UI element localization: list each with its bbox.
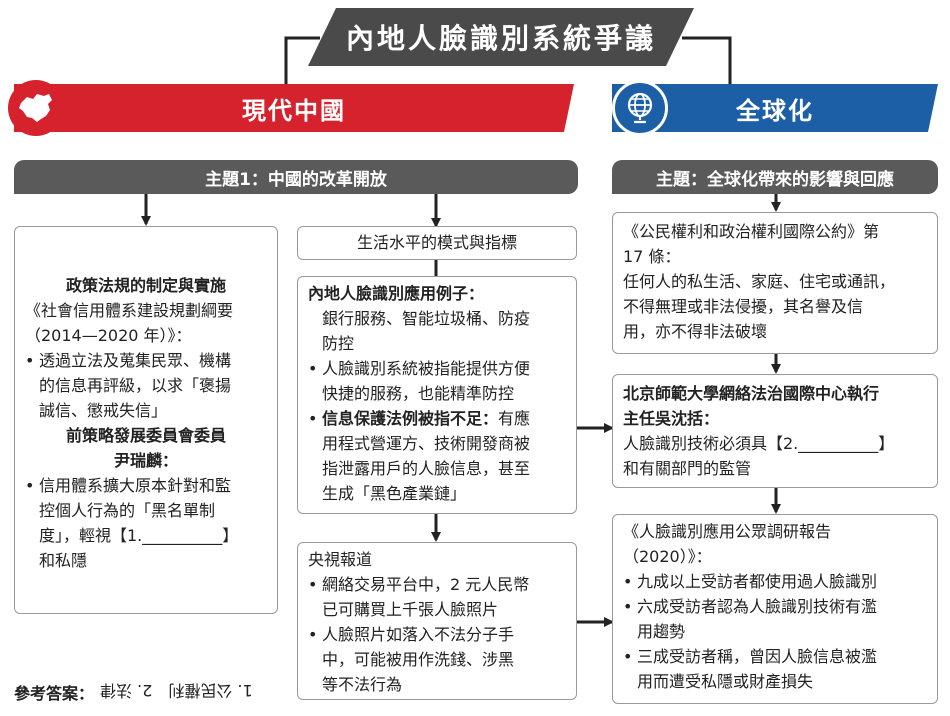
iccpr-line2: 17 條： [623,247,681,266]
policy-doc-line2: （2014—2020 年）》： [25,326,192,345]
policy-bullet-1: 透過立法及蒐集民眾、機構 的信息再評級，以求「褒揚 誠信、懲戒失信」 [25,348,267,423]
bnu-line2: 主任吳沈括： [623,409,720,428]
answer-text: 1. 公民權利 2. 法律 [100,681,253,700]
bnu-line3: 人臉識別技術必須具【2.__________】 [623,434,895,453]
modern-china-banner: 現代中國 [14,84,574,132]
survey-line1: 《人臉識別應用公眾調研報告 [623,522,832,541]
examples-bullet-2-line2: 用程式營運方、技術開發商被 [322,434,531,453]
answer-label: 參考答案： [14,684,95,703]
person-title: 前策略發展委員會委員 [65,426,226,445]
policy-bullet-2-line1: 信用體系擴大原本針對和監 [39,476,232,495]
policy-bullet-2-line2: 控個人行為的「黑名單制 [39,501,216,520]
cctv-bullet-1: 網絡交易平台中，2 元人民幣 已可購買上千張人臉照片 [308,572,566,622]
examples-heading: 內地人臉識別應用例子： [308,284,485,303]
policy-bullet-1-line2: 的信息再評級，以求「褒揚 [39,376,232,395]
examples-bullet-1-line1: 人臉識別系統被指能提供方便 [322,359,531,378]
title-to-left-connector [284,36,320,84]
examples-line1: 銀行服務、智能垃圾桶、防疫 [322,309,531,328]
examples-bullet-2: 信息保護法例被指不足：有應 用程式營運方、技術開發商被 指泄露用戶的人臉信息，甚… [308,406,566,506]
survey-bullet-2-line1: 六成受訪者認為人臉識別技術有濫 [637,597,878,616]
policy-bullet-2-line4: 和私隱 [39,551,88,570]
diagram-title: 內地人臉識別系統爭議 [308,8,694,66]
iccpr-line1: 《公民權利和政治權利國際公約》第 [623,222,880,241]
cctv-bullet-2-line3: 等不法行為 [322,675,403,694]
bnu-line1: 北京師範大學網絡法治國際中心執行 [623,384,880,403]
living-standards-box: 生活水平的模式與指標 [297,226,577,260]
modern-china-label: 現代中國 [242,96,346,125]
globalization-label: 全球化 [736,96,814,125]
policy-bullet-1-line3: 誠信、懲戒失信」 [39,401,168,420]
cctv-bullet-1-line1: 網絡交易平台中，2 元人民幣 [322,575,530,594]
survey-line2: （2020）》： [623,547,712,566]
china-map-icon [8,80,64,136]
examples-bullet-2-bold: 信息保護法例被指不足： [322,409,499,428]
examples-line2: 防控 [322,334,355,353]
title-to-right-connector [682,36,732,84]
examples-box: 內地人臉識別應用例子： 銀行服務、智能垃圾桶、防疫 防控 人臉識別系統被指能提供… [297,276,577,514]
iccpr-line4: 不得無理或非法侵擾，其名譽及信 [623,297,864,316]
survey-bullet-1-line1: 九成以上受訪者都使用過人臉識別 [637,572,878,591]
survey-bullet-3-line2: 用而遭受私隱或財產損失 [637,672,814,691]
survey-bullet-2: 六成受訪者認為人臉識別技術有濫 用趨勢 [623,594,927,644]
cctv-box: 央視報道 網絡交易平台中，2 元人民幣 已可購買上千張人臉照片 人臉照片如落入不… [297,542,577,700]
examples-bullet-1-line2: 快捷的服務，也能精準防控 [322,384,515,403]
cctv-heading: 央視報道 [308,550,373,569]
cctv-bullet-2-line2: 中，可能被用作洗錢、涉黑 [322,650,515,669]
iccpr-box: 《公民權利和政治權利國際公約》第 17 條： 任何人的私生活、家庭、住宅或通訊，… [612,212,938,354]
person-name: 尹瑞麟： [113,451,178,470]
bnu-line4: 和有關部門的監管 [623,459,752,478]
iccpr-line3: 任何人的私生活、家庭、住宅或通訊， [623,272,896,291]
globe-icon [612,80,668,136]
cctv-bullet-2-line1: 人臉照片如落入不法分子手 [322,625,515,644]
bnu-box: 北京師範大學網絡法治國際中心執行 主任吳沈括： 人臉識別技術必須具【2.____… [612,374,938,488]
policy-bullet-2: 信用體系擴大原本針對和監 控個人行為的「黑名單制 度」，輕視【1._______… [25,473,267,573]
survey-bullet-2-line2: 用趨勢 [637,622,686,641]
left-theme-bar: 主題1：中國的改革開放 [14,160,578,194]
iccpr-line5: 用，亦不得非法破壞 [623,322,768,341]
policy-heading: 政策法規的制定與實施 [65,276,226,295]
policy-doc-line1: 《社會信用體系建設規劃綱要 [25,301,234,320]
right-theme-bar: 主題：全球化帶來的影響與回應 [612,160,938,194]
survey-bullet-3: 三成受訪者稱，曾因人臉信息被濫 用而遭受私隱或財產損失 [623,644,927,694]
cctv-bullet-1-line2: 已可購買上千張人臉照片 [322,600,499,619]
cctv-bullet-2: 人臉照片如落入不法分子手 中，可能被用作洗錢、涉黑 等不法行為 [308,622,566,697]
policy-box: 政策法規的制定與實施 《社會信用體系建設規劃綱要 （2014—2020 年）》：… [14,226,278,614]
examples-bullet-2-line4: 生成「黑色產業鏈」 [322,484,467,503]
survey-bullet-3-line1: 三成受訪者稱，曾因人臉信息被濫 [637,647,878,666]
examples-bullet-2-line1: 信息保護法例被指不足：有應 [322,406,566,431]
examples-bullet-2-line1-rest: 有應 [498,409,531,428]
policy-bullet-2-line3: 度」，輕視【1.__________】 [39,526,239,545]
examples-bullet-2-line3: 指泄露用戶的人臉信息，甚至 [322,459,531,478]
answer-key: 參考答案： 1. 公民權利 2. 法律 [14,680,253,704]
survey-bullet-1: 九成以上受訪者都使用過人臉識別 [623,569,927,594]
survey-box: 《人臉識別應用公眾調研報告 （2020）》： 九成以上受訪者都使用過人臉識別 六… [612,514,938,704]
policy-bullet-1-line1: 透過立法及蒐集民眾、機構 [39,351,232,370]
examples-bullet-1: 人臉識別系統被指能提供方便 快捷的服務，也能精準防控 [308,356,566,406]
